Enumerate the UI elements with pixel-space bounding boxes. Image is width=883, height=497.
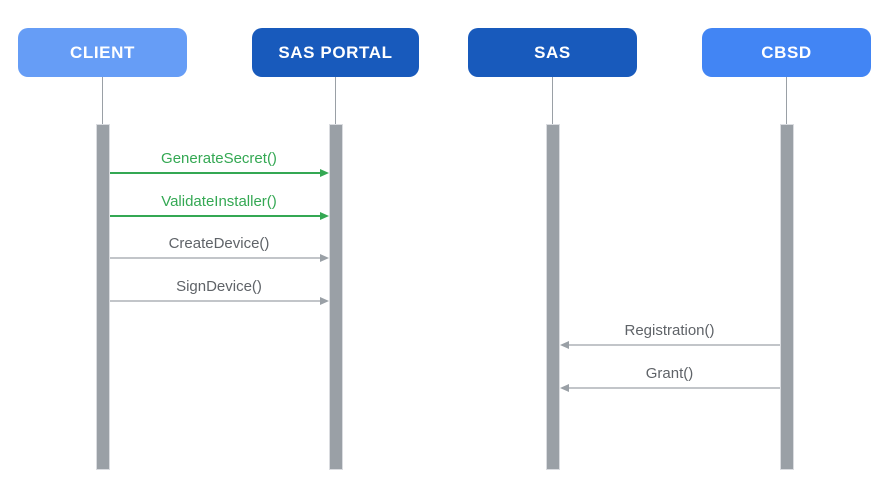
message-arrow-grant — [568, 387, 780, 389]
arrowhead-validateinstaller — [319, 211, 329, 220]
message-arrow-validateinstaller — [109, 215, 320, 217]
lifeline-cbsd — [785, 77, 788, 124]
message-label-grant: Grant() — [645, 365, 694, 382]
arrowhead-signdevice — [319, 296, 329, 305]
message-label-generatesecret: GenerateSecret() — [161, 150, 277, 167]
arrowhead-registration — [559, 340, 569, 349]
message-label-validateinstaller: ValidateInstaller() — [161, 193, 277, 210]
actor-label-sas-portal: SAS PORTAL — [278, 42, 393, 62]
actor-box-sas: SAS — [468, 28, 637, 77]
activation-bar-sas-portal — [328, 124, 343, 470]
activation-bar-sas — [545, 124, 560, 470]
message-label-createdevice: CreateDevice() — [168, 235, 270, 252]
actor-box-client: CLIENT — [18, 28, 187, 77]
actor-label-client: CLIENT — [70, 42, 135, 62]
message-arrow-signdevice — [109, 300, 320, 302]
actor-box-cbsd: CBSD — [702, 28, 871, 77]
arrowhead-grant — [559, 383, 569, 392]
actor-label-cbsd: CBSD — [761, 42, 812, 62]
activation-bar-client — [95, 124, 110, 470]
message-arrow-createdevice — [109, 257, 320, 259]
message-label-signdevice: SignDevice() — [176, 278, 262, 295]
activation-bar-cbsd — [779, 124, 794, 470]
actor-label-sas: SAS — [534, 42, 571, 62]
message-arrow-registration — [568, 344, 780, 346]
lifeline-client — [101, 77, 104, 124]
message-label-registration: Registration() — [624, 322, 715, 339]
arrowhead-createdevice — [319, 253, 329, 262]
lifeline-sas-portal — [334, 77, 337, 124]
arrowhead-generatesecret — [319, 168, 329, 177]
message-arrow-generatesecret — [109, 172, 320, 174]
lifeline-sas — [551, 77, 554, 124]
actor-box-sas-portal: SAS PORTAL — [252, 28, 419, 77]
